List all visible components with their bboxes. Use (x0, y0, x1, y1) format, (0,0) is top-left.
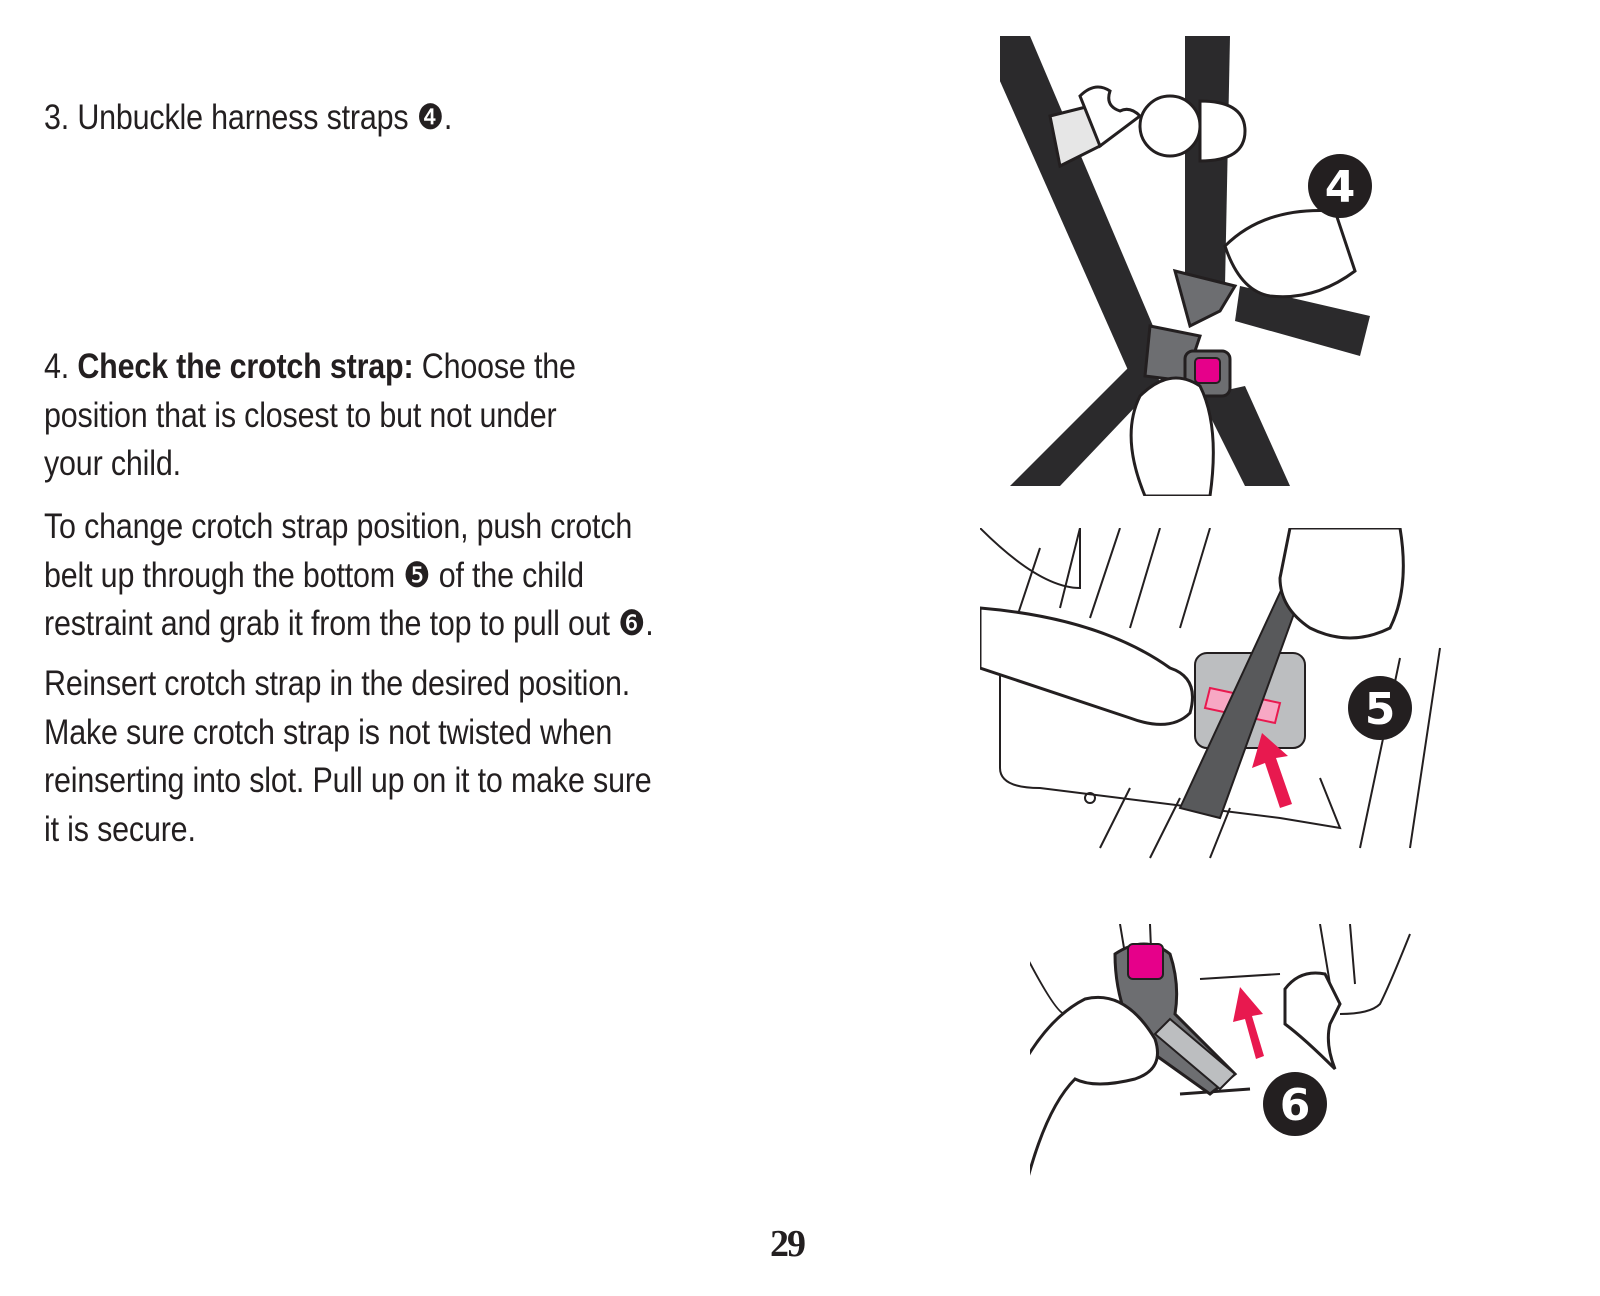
hand-upper-icon (1223, 208, 1357, 299)
figure-5-marker (1348, 676, 1412, 740)
right-hip-strap (1235, 286, 1370, 356)
shell-ribs (1009, 528, 1211, 639)
left-shoulder-strap (1000, 36, 1170, 386)
shell-outline-2 (980, 657, 1342, 830)
change-line1: To change crotch strap position, push cr… (44, 507, 633, 546)
hand-lower-icon (1129, 376, 1215, 496)
right-buckle-tongue (1172, 268, 1238, 329)
hand-icon (1030, 995, 1159, 1176)
step-4-line1: Choose the (413, 347, 576, 386)
figure-ref-5: ❺ (403, 555, 431, 595)
seat-crease (1199, 973, 1281, 980)
push-up-arrow-icon (1252, 733, 1292, 808)
hand-right-icon (1278, 528, 1405, 640)
reinsert-line4: it is secure. (44, 809, 196, 849)
reinsert-line2: Make sure crotch strap is not twisted wh… (44, 712, 613, 752)
step-4-number: 4. (44, 347, 78, 386)
shell-ribs-lower (1099, 647, 1441, 859)
figure-6-label: 6 (1280, 1080, 1311, 1131)
left-hip-strap (1010, 356, 1160, 486)
step-3-end: . (443, 98, 453, 137)
step-4-heading: Check the crotch strap: (77, 347, 414, 386)
chest-clip-right (1138, 94, 1202, 158)
chest-clip-tongue (1078, 85, 1143, 149)
push-crotch-belt-illustration: 5 (980, 528, 1441, 859)
figure-5-label: 5 (1365, 684, 1396, 735)
buckle-release-button (1194, 357, 1221, 384)
step-3-paragraph: 3. Unbuckle harness straps ❹. (44, 94, 688, 143)
unbuckle-harness-illustration: 4 (1000, 36, 1372, 496)
change-line3b: . (645, 604, 654, 643)
change-position-paragraph: To change crotch strap position, push cr… (44, 503, 688, 649)
crotch-strap (1200, 386, 1290, 486)
change-line2a: belt up through the bottom (44, 555, 404, 595)
page-number: 29 (770, 1223, 806, 1265)
shell-hole (1084, 792, 1096, 804)
reinsert-line1: Reinsert crotch strap in the desired pos… (44, 664, 631, 703)
hand-left-icon (980, 606, 1194, 726)
harness-tongue (1283, 971, 1342, 1071)
pull-up-arrow-icon (1233, 987, 1264, 1059)
reinsert-line3: reinserting into slot. Pull up on it to … (44, 761, 652, 800)
shell-outline-1 (980, 528, 1081, 590)
figure-4-marker (1308, 154, 1372, 218)
step-4-paragraph: 4. Check the crotch strap: Choose the po… (44, 343, 688, 489)
figure-4-label: 4 (1325, 162, 1356, 213)
change-line3a: restraint and grab it from the top to pu… (44, 604, 619, 643)
change-line2b: of the child (430, 555, 584, 595)
figure-ref-4: ❹ (416, 98, 444, 137)
step-4-line3: your child. (44, 444, 181, 483)
crotch-strap-webbing (1153, 1017, 1237, 1091)
figure-ref-6: ❻ (618, 604, 646, 643)
reinsert-paragraph: Reinsert crotch strap in the desired pos… (44, 660, 688, 854)
chest-clip-housing (1198, 99, 1247, 163)
step-3-text: 3. Unbuckle harness straps (44, 98, 417, 137)
step-4-line2: position that is closest to but not unde… (44, 395, 557, 435)
buckle-release-button (1127, 943, 1164, 980)
figure-6-marker (1263, 1072, 1327, 1136)
pull-crotch-strap-illustration: 6 (1030, 924, 1411, 1176)
